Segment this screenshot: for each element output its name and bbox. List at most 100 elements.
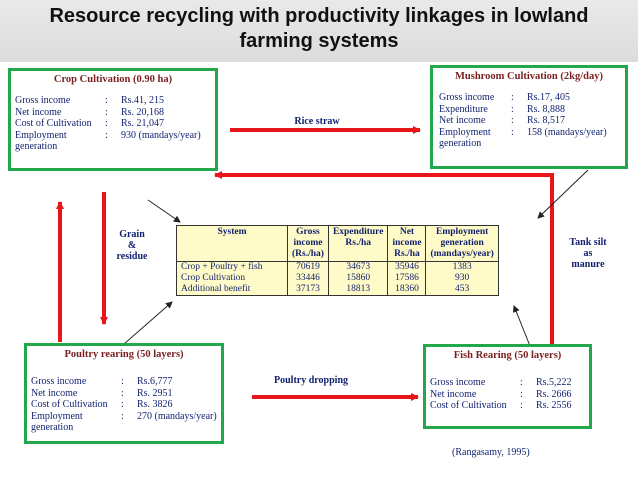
mushroom-row: generation (439, 138, 607, 150)
header-line: Gross (296, 227, 320, 237)
row-colon: : (105, 129, 108, 141)
cell-gross: 33446 (287, 273, 329, 284)
row-colon: : (511, 115, 514, 127)
row-key: Employment (15, 129, 67, 141)
row-key: generation (31, 422, 74, 434)
col-header-expenditure: Expenditure Rs./ha (327, 225, 388, 262)
rice-straw-label: Rice straw (294, 116, 340, 127)
poultry-box-title: Poultry rearing (50 layers) (64, 349, 184, 360)
mushroom-row: Expenditure:Rs. 8,888 (439, 104, 607, 116)
arrows-layer (56, 126, 589, 401)
row-colon: : (105, 95, 108, 106)
crop-box-title: Crop Cultivation (0.90 ha) (53, 74, 173, 85)
table-header-row: System Gross income (Rs./ha) Expenditure… (176, 225, 499, 262)
row-key: Employment (439, 126, 491, 138)
header-line: (Rs./ha) (292, 249, 324, 259)
cell-net: 35946 (387, 261, 426, 273)
cell-employment: 930 (425, 273, 499, 284)
cell-system: Additional benefit (176, 284, 288, 296)
row-colon: : (121, 387, 124, 399)
header-line: Expenditure (332, 227, 384, 237)
header-line: (mandays/year) (430, 249, 494, 259)
row-key: Net income (439, 115, 486, 127)
col-header-net-income: Net income Rs./ha (387, 225, 426, 262)
poultry-row: Net income: Rs. 2951 (31, 388, 217, 400)
row-colon: : (520, 388, 523, 400)
cell-employment: 453 (425, 284, 499, 296)
poultry-box-rows: Gross income: Rs.6,777 Net income: Rs. 295… (31, 376, 217, 434)
table-row: Crop + Poultry + fish 70619 34673 35946 … (176, 261, 499, 273)
row-key: Gross income (15, 95, 71, 106)
cell-gross: 37173 (287, 284, 329, 296)
row-key: generation (15, 141, 58, 153)
grain-label-line-3: residue (116, 251, 148, 262)
row-key: Net income (15, 106, 62, 118)
row-value: 930 (mandays/year) (121, 129, 201, 141)
grain-residue-label: Grain & residue (112, 229, 152, 262)
page-title: Resource recycling with productivity lin… (0, 4, 638, 54)
mushroom-box-rows: Gross income:Rs.17, 405 Expenditure:Rs. … (439, 92, 607, 150)
row-key: Net income (430, 388, 477, 400)
cell-expenditure: 34673 (327, 261, 388, 273)
cell-expenditure: 18813 (327, 284, 388, 296)
citation: (Rangasamy, 1995) (452, 447, 530, 458)
grain-label-line-2: & (127, 240, 137, 251)
tank-label-line-1: Tank silt (569, 237, 607, 248)
cell-gross: 70619 (287, 261, 329, 273)
title-bar (0, 0, 638, 62)
row-colon (105, 141, 121, 153)
table-row: Crop Cultivation 33446 15860 17586 930 (176, 273, 499, 284)
row-key: Net income (31, 387, 78, 399)
row-value: Rs. 3826 (137, 399, 173, 411)
row-colon: : (121, 399, 124, 411)
row-key: Cost of Cultivation (31, 399, 108, 411)
pointer-crop-to-table (147, 199, 181, 223)
row-value: Rs. 8,517 (527, 115, 566, 127)
poultry-dropping-label: Poultry dropping (274, 375, 348, 386)
row-key: Gross income (31, 376, 87, 387)
poultry-row: Gross income: Rs.6,777 (31, 376, 217, 388)
row-value: Rs. 8,888 (527, 103, 566, 115)
header-line: Employment (436, 227, 489, 237)
row-value: Rs. 2951 (137, 387, 173, 399)
tank-silt-label: Tank silt as manure (560, 237, 616, 270)
title-line-1: Resource recycling with productivity lin… (49, 5, 589, 27)
row-colon: : (520, 377, 523, 388)
crop-row: Employment: 930 (mandays/year) (15, 130, 201, 142)
tank-silt-arrow (214, 171, 554, 344)
row-colon: : (105, 106, 108, 118)
crop-box-rows: Gross income:Rs.41, 215 Net income:Rs. 2… (15, 95, 201, 153)
poultry-row: Cost of Cultivation: Rs. 3826 (31, 399, 217, 411)
header-line: income (392, 238, 422, 248)
row-colon: : (121, 376, 124, 387)
row-key: generation (439, 138, 482, 150)
row-colon: : (511, 92, 514, 103)
row-colon: : (520, 400, 523, 412)
fish-rearing-box: Fish Rearing (50 layers) Gross income:Rs… (423, 344, 592, 429)
row-value: Rs.6,777 (137, 376, 173, 387)
header-line: generation (440, 238, 484, 248)
fish-row: Cost of Cultivation:Rs. 2556 (430, 400, 572, 412)
tank-label-line-3: manure (571, 259, 605, 270)
title-line-2: farming systems (239, 30, 399, 52)
grain-label-line-1: Grain (119, 229, 145, 240)
header-line: income (293, 238, 323, 248)
row-colon (121, 422, 137, 434)
row-key: Employment (31, 410, 83, 422)
crop-row: Gross income:Rs.41, 215 (15, 95, 201, 107)
crop-row: generation (15, 141, 201, 153)
poultry-rearing-box: Poultry rearing (50 layers) Gross income… (24, 343, 224, 444)
fish-box-rows: Gross income:Rs.5,222 Net income:Rs. 266… (430, 377, 572, 412)
cell-expenditure: 15860 (327, 273, 388, 284)
tank-label-line-2: as (583, 248, 593, 259)
row-value: Rs. 2666 (536, 388, 572, 400)
row-key: Expenditure (439, 103, 488, 115)
table-row: Additional benefit 37173 18813 18360 453 (176, 284, 499, 296)
header-line: Rs./ha (345, 238, 371, 248)
col-header-system: System (176, 225, 288, 262)
mushroom-row: Net income: Rs. 8,517 (439, 115, 607, 127)
row-key: Gross income (439, 92, 495, 103)
crop-row: Cost of Cultivation:Rs. 21,047 (15, 118, 201, 130)
pointer-mushroom-to-table (537, 169, 589, 219)
row-key: Cost of Cultivation (15, 118, 92, 130)
